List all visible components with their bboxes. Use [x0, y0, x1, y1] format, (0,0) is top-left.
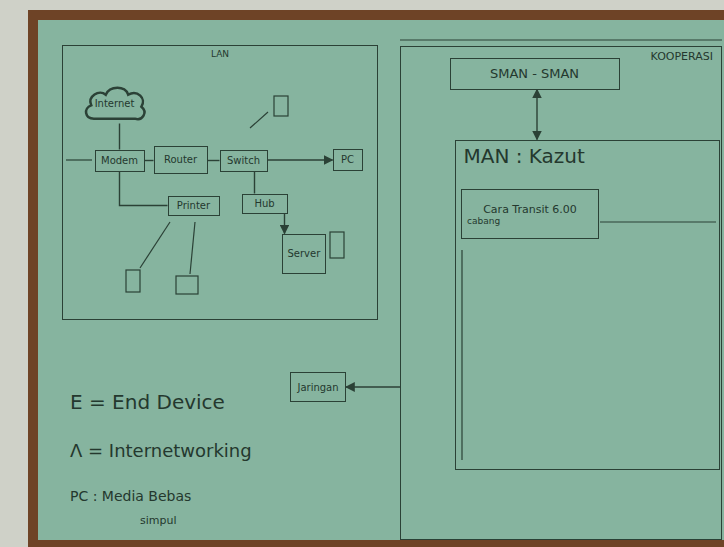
- legend-note: Λ = Internetworking: [70, 440, 252, 461]
- link-line: [268, 159, 333, 160]
- device-box: Printer: [168, 196, 220, 216]
- device-box: PC: [333, 149, 363, 171]
- node-title: Printer: [174, 200, 214, 211]
- node-title: KOOPERASI: [409, 50, 713, 63]
- node-title: Hub: [248, 198, 282, 209]
- node-title: SMAN - SMAN: [456, 66, 614, 81]
- device-box: Cara Transit 6.00cabang: [461, 189, 599, 239]
- device-box: SMAN - SMAN: [450, 58, 620, 90]
- device-box: Server: [282, 234, 327, 274]
- link-line: [145, 160, 154, 161]
- device-icon: [330, 232, 344, 258]
- cloud-path: [86, 87, 144, 118]
- link-line: [120, 172, 168, 206]
- network-region: MAN : KazutCara Transit 6.00cabang: [455, 140, 720, 470]
- network-region: LAN InternetModem Router Switch PC Hub Printer…: [62, 45, 378, 320]
- wire: [600, 221, 716, 222]
- node-title: LAN: [71, 49, 369, 59]
- node-title: Modem: [101, 155, 139, 166]
- device-box: Switch: [220, 150, 268, 172]
- device-box: Router: [154, 146, 208, 174]
- node-note: cabang: [467, 216, 593, 226]
- device-icon: [126, 270, 140, 292]
- wire: [66, 159, 92, 160]
- link-line: [284, 214, 285, 234]
- node-title: Server: [288, 248, 321, 259]
- link-line: [346, 386, 400, 387]
- legend-note: PC : Media Bebas: [70, 488, 191, 504]
- network-region: KOOPERASI SMAN - SMAN MAN : KazutCara Tran…: [400, 46, 722, 540]
- node-title: MAN : Kazut: [464, 144, 711, 168]
- wire: [250, 112, 268, 128]
- wire: [190, 222, 195, 274]
- node-title: Cara Transit 6.00: [467, 203, 593, 216]
- link-line: [254, 172, 255, 194]
- node-title: Router: [160, 154, 202, 165]
- link-line: [536, 90, 537, 140]
- legend-note: E = End Device: [70, 390, 225, 414]
- device-icon: [274, 96, 288, 116]
- wire: [400, 39, 722, 40]
- node-title: Switch: [226, 155, 262, 166]
- wire: [461, 250, 462, 460]
- device-box: Hub: [242, 194, 288, 214]
- link-line: [208, 160, 220, 161]
- wire: [140, 222, 170, 268]
- node-title: Internet: [87, 98, 143, 109]
- node-title: Jaringan: [296, 382, 340, 393]
- node-title: PC: [339, 154, 357, 165]
- device-box: Modem: [95, 150, 145, 172]
- link-line: [119, 124, 120, 150]
- legend-note: simpul: [140, 514, 177, 527]
- device-box: Jaringan: [290, 372, 346, 402]
- internet-cloud: Internet: [82, 84, 148, 124]
- device-icon: [176, 276, 198, 294]
